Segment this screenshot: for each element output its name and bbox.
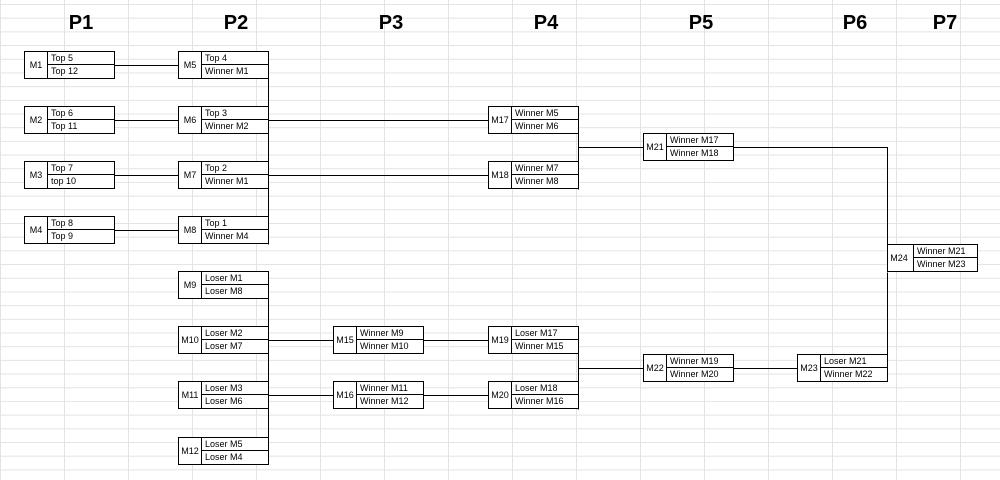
match-id: M24 [890, 253, 908, 263]
match-slot-top: Top 1 [202, 217, 268, 230]
match-slot-top: Top 7 [48, 162, 114, 175]
match-m8: M8 Top 1 Winner M4 [178, 216, 269, 244]
match-m19: M19 Loser M17 Winner M15 [488, 326, 579, 354]
match-slot-bottom: Loser M6 [205, 396, 243, 406]
match-slot-top: Top 8 [48, 217, 114, 230]
match-m11: M11 Loser M3 Loser M6 [178, 381, 269, 409]
match-slot-top: Loser M17 [512, 327, 578, 340]
match-m12: M12 Loser M5 Loser M4 [178, 437, 269, 465]
match-id: M15 [336, 335, 354, 345]
phase-header-p7: P7 [932, 12, 958, 34]
match-slot-bottom: Winner M4 [205, 231, 249, 241]
phase-header-p4: P4 [533, 12, 559, 34]
match-slot-top: Winner M5 [512, 107, 578, 120]
match-m24: M24 Winner M21 Winner M23 [887, 244, 978, 272]
match-slot-top: Winner M19 [667, 355, 733, 368]
match-slot-bottom: Winner M20 [670, 369, 719, 379]
match-id: M4 [29, 225, 43, 235]
match-m9: M9 Loser M1 Loser M8 [178, 271, 269, 299]
match-slot-top: Loser M3 [202, 382, 268, 395]
match-m10: M10 Loser M2 Loser M7 [178, 326, 269, 354]
connector-m21-m24 [733, 147, 888, 259]
match-slot-bottom: Winner M15 [515, 341, 564, 351]
match-id: M17 [491, 115, 509, 125]
match-m23: M23 Loser M21 Winner M22 [797, 354, 888, 382]
match-slot-top: Loser M1 [202, 272, 268, 285]
match-m1: M1 Top 5 Top 12 [24, 51, 115, 79]
match-m21: M21 Winner M17 Winner M18 [643, 133, 734, 161]
match-m7: M7 Top 2 Winner M1 [178, 161, 269, 189]
match-id: M16 [336, 390, 354, 400]
match-slot-bottom: Winner M8 [515, 176, 559, 186]
match-slot-bottom: Winner M12 [360, 396, 409, 406]
match-id: M18 [491, 170, 509, 180]
match-slot-bottom: Winner M18 [670, 148, 719, 158]
match-id: M1 [29, 60, 43, 70]
phase-header-p3: P3 [378, 12, 404, 34]
match-slot-bottom: Winner M10 [360, 341, 409, 351]
match-slot-top: Top 2 [202, 162, 268, 175]
match-m6: M6 Top 3 Winner M2 [178, 106, 269, 134]
match-slot-bottom: Loser M7 [205, 341, 243, 351]
match-slot-bottom: Winner M23 [917, 259, 966, 269]
match-slot-bottom: Winner M1 [205, 176, 249, 186]
phase-header-p2: P2 [223, 12, 249, 34]
match-slot-top: Loser M21 [821, 355, 887, 368]
match-slot-top: Winner M7 [512, 162, 578, 175]
match-id: M8 [183, 225, 197, 235]
match-slot-bottom: Winner M16 [515, 396, 564, 406]
match-id: M6 [183, 115, 197, 125]
match-slot-top: Loser M5 [202, 438, 268, 451]
match-id: M12 [181, 446, 199, 456]
match-id: M11 [181, 390, 199, 400]
match-slot-bottom: Top 9 [51, 231, 74, 241]
match-slot-top: Top 5 [48, 52, 114, 65]
match-m17: M17 Winner M5 Winner M6 [488, 106, 579, 134]
match-slot-top: Winner M9 [357, 327, 423, 340]
match-id: M19 [491, 335, 509, 345]
match-slot-top: Winner M21 [914, 245, 977, 258]
match-m20: M20 Loser M18 Winner M16 [488, 381, 579, 409]
match-slot-top: Top 4 [202, 52, 268, 65]
match-slot-top: Winner M11 [357, 382, 423, 395]
match-id: M23 [800, 363, 818, 373]
phase-header-p5: P5 [688, 12, 714, 34]
match-id: M2 [29, 115, 43, 125]
match-id: M7 [183, 170, 197, 180]
match-slot-bottom: Winner M1 [205, 66, 249, 76]
match-m18: M18 Winner M7 Winner M8 [488, 161, 579, 189]
match-id: M10 [181, 335, 199, 345]
match-slot-bottom: Top 11 [51, 121, 78, 131]
match-slot-top: Top 3 [202, 107, 268, 120]
match-id: M3 [29, 170, 43, 180]
match-slot-bottom: Winner M6 [515, 121, 559, 131]
match-m2: M2 Top 6 Top 11 [24, 106, 115, 134]
match-slot-bottom: Winner M2 [205, 121, 249, 131]
match-m16: M16 Winner M11 Winner M12 [333, 381, 424, 409]
match-slot-bottom: top 10 [51, 176, 77, 186]
match-m4: M4 Top 8 Top 9 [24, 216, 115, 244]
match-m15: M15 Winner M9 Winner M10 [333, 326, 424, 354]
match-slot-top: Loser M2 [202, 327, 268, 340]
connector-m19-m20-m22 [578, 340, 644, 410]
match-slot-bottom: Loser M8 [205, 286, 243, 296]
match-slot-top: Loser M18 [512, 382, 578, 395]
match-id: M20 [491, 390, 509, 400]
match-slot-top: Top 6 [48, 107, 114, 120]
match-id: M5 [183, 60, 197, 70]
match-m5: M5 Top 4 Winner M1 [178, 51, 269, 79]
match-id: M9 [183, 280, 197, 290]
phase-header-p6: P6 [842, 12, 868, 34]
match-id: M22 [646, 363, 664, 373]
phase-header-p1: P1 [68, 12, 94, 34]
match-m22: M22 Winner M19 Winner M20 [643, 354, 734, 382]
match-slot-bottom: Top 12 [51, 66, 79, 76]
match-id: M21 [646, 142, 664, 152]
match-slot-top: Winner M17 [667, 134, 733, 147]
connector-m17-m18-m21 [578, 120, 644, 190]
match-slot-bottom: Loser M4 [205, 452, 243, 462]
match-slot-bottom: Winner M22 [824, 369, 873, 379]
match-m3: M3 Top 7 top 10 [24, 161, 115, 189]
